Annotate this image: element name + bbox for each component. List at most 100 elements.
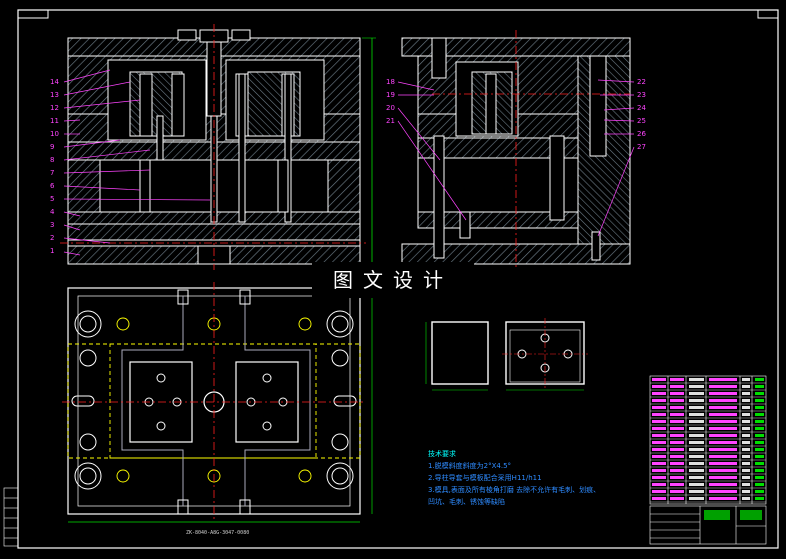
- table-cell-entry: [742, 406, 750, 409]
- part-number-label: 24: [637, 104, 646, 112]
- part-number-label: 10: [50, 130, 59, 138]
- table-cell-entry: [652, 399, 666, 402]
- plan-view-caption: ZK-8040-A8G-3047-0080: [186, 530, 250, 536]
- table-cell-entry: [755, 434, 764, 437]
- table-cell-entry: [742, 483, 750, 486]
- technical-note-line: 1.脱模斜度斜度为2°X4.5°: [428, 462, 512, 470]
- part-number-label: 25: [637, 117, 646, 125]
- part-number-label: 20: [386, 104, 395, 112]
- table-cell-entry: [689, 427, 704, 430]
- technical-notes: 技术要求 1.脱模斜度斜度为2°X4.5° 2.导柱导套与模板配合采用H11/h…: [428, 448, 643, 508]
- table-cell-entry: [742, 413, 750, 416]
- table-cell-entry: [755, 427, 764, 430]
- table-cell-entry: [670, 448, 684, 451]
- table-cell-entry: [709, 427, 737, 430]
- table-cell-entry: [670, 427, 684, 430]
- title-block: [649, 505, 767, 545]
- table-cell-entry: [652, 462, 666, 465]
- table-cell-entry: [652, 406, 666, 409]
- table-cell-entry: [709, 441, 737, 444]
- table-cell-entry: [742, 455, 750, 458]
- table-cell-entry: [670, 462, 684, 465]
- table-cell-entry: [709, 413, 737, 416]
- table-cell-entry: [742, 490, 750, 493]
- table-cell-entry: [652, 483, 666, 486]
- table-cell-entry: [755, 406, 764, 409]
- table-cell-entry: [689, 497, 704, 500]
- table-cell-entry: [709, 469, 737, 472]
- part-number-label: 13: [50, 91, 59, 99]
- table-cell-entry: [652, 497, 666, 500]
- table-cell-entry: [742, 399, 750, 402]
- table-cell-entry: [652, 392, 666, 395]
- table-cell-entry: [689, 413, 704, 416]
- table-cell-entry: [742, 469, 750, 472]
- table-cell-entry: [709, 434, 737, 437]
- table-cell-entry: [755, 497, 764, 500]
- table-cell-entry: [689, 406, 704, 409]
- table-cell-entry: [742, 427, 750, 430]
- table-cell-entry: [689, 483, 704, 486]
- table-cell-entry: [755, 483, 764, 486]
- part-view-right: [502, 318, 588, 391]
- table-cell-entry: [755, 420, 764, 423]
- part-number-label: 14: [50, 78, 59, 86]
- table-cell-entry: [709, 490, 737, 493]
- table-cell-entry: [742, 448, 750, 451]
- table-cell-entry: [755, 462, 764, 465]
- table-cell-entry: [689, 490, 704, 493]
- part-number-label: 12: [50, 104, 59, 112]
- part-number-label: 11: [50, 117, 59, 125]
- part-number-label: 9: [50, 143, 54, 151]
- table-cell-entry: [709, 385, 737, 388]
- table-cell-entry: [742, 385, 750, 388]
- table-cell-entry: [755, 448, 764, 451]
- table-cell-entry: [652, 413, 666, 416]
- table-cell-entry: [652, 476, 666, 479]
- table-cell-entry: [742, 378, 750, 381]
- technical-note-line: 2.导柱导套与模板配合采用H11/h11: [428, 474, 542, 482]
- part-number-label: 19: [386, 91, 395, 99]
- part-number-label: 4: [50, 208, 55, 216]
- table-cell-entry: [709, 476, 737, 479]
- table-cell-entry: [670, 406, 684, 409]
- table-cell-entry: [689, 378, 704, 381]
- table-cell-entry: [755, 455, 764, 458]
- table-cell-entry: [670, 385, 684, 388]
- table-cell-entry: [755, 441, 764, 444]
- table-cell-entry: [689, 476, 704, 479]
- table-cell-entry: [709, 399, 737, 402]
- table-cell-entry: [689, 399, 704, 402]
- table-cell-entry: [742, 476, 750, 479]
- table-cell-entry: [652, 448, 666, 451]
- table-cell-entry: [689, 434, 704, 437]
- table-cell-entry: [652, 469, 666, 472]
- table-cell-entry: [755, 490, 764, 493]
- table-cell-entry: [689, 455, 704, 458]
- table-cell-entry: [652, 455, 666, 458]
- watermark-text: 图文设计: [312, 262, 474, 298]
- table-cell-entry: [670, 420, 684, 423]
- table-cell-entry: [742, 497, 750, 500]
- table-cell-entry: [652, 490, 666, 493]
- table-cell-entry: [689, 469, 704, 472]
- table-cell-entry: [709, 455, 737, 458]
- table-cell-entry: [755, 378, 764, 381]
- part-number-label: 18: [386, 78, 395, 86]
- table-cell-entry: [755, 399, 764, 402]
- table-cell-entry: [670, 455, 684, 458]
- table-cell-entry: [670, 469, 684, 472]
- table-cell-entry: [670, 497, 684, 500]
- margin-stub: [3, 487, 19, 547]
- part-view-left: [425, 321, 489, 391]
- part-number-label: 7: [50, 169, 54, 177]
- table-cell-entry: [652, 434, 666, 437]
- technical-note-line: 3.模具,表面及所有棱角打磨 去除不允许有毛刺、划痕、: [428, 486, 601, 494]
- table-cell-entry: [670, 441, 684, 444]
- table-cell-entry: [670, 378, 684, 381]
- part-number-label: 2: [50, 234, 54, 242]
- table-cell-entry: [652, 427, 666, 430]
